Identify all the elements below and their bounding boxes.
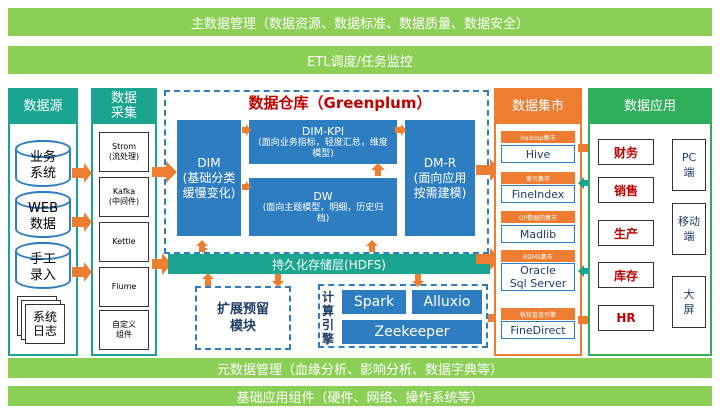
app-production: 生产 — [598, 220, 654, 246]
source-business-system: 业务 系统 — [15, 140, 71, 187]
mart-index-tag: 索引集市 — [501, 172, 575, 184]
terminal-mobile: 移动 端 — [672, 203, 706, 255]
mart-finedirect: FineDirect — [501, 321, 575, 339]
collect-custom: 自定义 组件 — [99, 310, 149, 350]
alluxio-box: Alluxio — [412, 290, 482, 314]
compute-frame — [318, 284, 488, 348]
mart-hadoop-tag: Hadoop集市 — [501, 131, 575, 143]
collect-kafka: Kafka (中间件) — [99, 177, 149, 217]
dw-title: DW — [313, 189, 333, 203]
master-data-label: 主数据管理（数据资源、数据标准、数据质量、数据安全） — [190, 16, 529, 32]
source-manual-entry: 手工 录入 — [15, 242, 71, 289]
apps-title: 数据应用 — [588, 88, 712, 124]
mart-gp-tag: GP数据的集市 — [501, 211, 575, 223]
compute-arrow — [412, 274, 424, 287]
compute-label: 计 算 引 擎 — [322, 290, 335, 346]
warehouse-title: 数据仓库（Greenplum） — [248, 94, 432, 112]
metadata-label: 元数据管理（血缘分析、影响分析、数据字典等） — [216, 362, 503, 378]
etl-label: ETL调度/任务监控 — [307, 54, 413, 70]
collect-flume: Flume — [99, 267, 149, 307]
mart-rdms-tag: RDMS集市 — [501, 250, 575, 262]
app-hr: HR — [598, 305, 654, 331]
app-sales: 销售 — [598, 177, 654, 203]
storage-bar: 持久化存储层(HDFS) — [168, 254, 490, 274]
collect-to-storage-arrow — [152, 253, 172, 275]
collect-kettle: Kettle — [99, 222, 149, 262]
master-data-band: 主数据管理（数据资源、数据标准、数据质量、数据安全） — [8, 8, 712, 36]
app-inventory: 库存 — [598, 262, 654, 288]
zeekeeper-box: Zeekeeper — [342, 320, 482, 344]
base-band: 基础应用组件（硬件、网络、操作系统等） — [8, 386, 712, 406]
app-finance: 财务 — [598, 139, 654, 165]
dw-desc: (面向主题模型，明细，历史归档) — [262, 202, 384, 224]
mart-oracle-sqlserver: Oracle Sql Server — [501, 263, 575, 291]
source-arrows — [72, 163, 92, 282]
etl-band: ETL调度/任务监控 — [8, 46, 712, 74]
terminal-pc: PC 端 — [672, 139, 706, 191]
source-web-data: WEB 数据 — [15, 191, 71, 238]
mart-madlib: Madlib — [501, 225, 575, 243]
storage-up-arrows — [196, 240, 378, 254]
collect-title: 数据 采集 — [91, 88, 157, 124]
spark-box: Spark — [342, 290, 406, 314]
mart-direct-tag: 帆软直连引擎 — [501, 308, 575, 320]
mart-fineindex: FineIndex — [501, 185, 575, 203]
mart-hive: Hive — [501, 145, 575, 163]
base-label: 基础应用组件（硬件、网络、操作系统等） — [236, 390, 484, 406]
log-stack-icon: 系统 日志 — [17, 296, 67, 348]
metadata-band: 元数据管理（血缘分析、影响分析、数据字典等） — [8, 358, 712, 378]
reserve-arrows — [202, 273, 284, 287]
source-system-log: 系统 日志 — [25, 304, 65, 344]
reserve-frame: 扩展预留 模块 — [195, 286, 291, 350]
dim-box: DIM (基础分类 缓慢变化) — [177, 120, 241, 236]
warehouse-inner-arrows — [242, 124, 406, 190]
terminal-bigscreen: 大 屏 — [672, 276, 706, 328]
mart-title: 数据集市 — [494, 88, 582, 124]
sources-title: 数据源 — [8, 88, 78, 124]
dw-box: DW (面向主题模型，明细，历史归档) — [249, 178, 397, 236]
collect-to-warehouse-arrow — [152, 161, 177, 183]
dm-r-box: DM-R (面向应用 按需建模) — [405, 120, 475, 236]
dim-kpi-desc: (面向业务指标，轻度汇总，维度模型) — [258, 137, 388, 159]
collect-strom: Strom (流处理) — [99, 132, 149, 172]
reserve-label: 扩展预留 模块 — [216, 302, 269, 334]
dim-kpi-title: DIM-KPI — [301, 124, 345, 138]
dim-kpi-box: DIM-KPI (面向业务指标，轻度汇总，维度模型) — [249, 120, 397, 164]
